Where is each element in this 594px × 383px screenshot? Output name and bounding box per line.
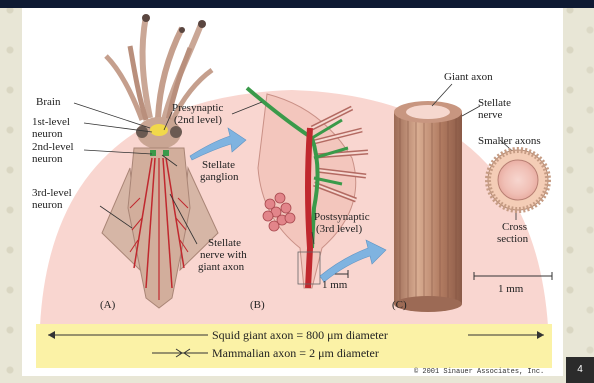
label-first-level-1: 1st-level	[32, 116, 70, 128]
slide: Brain 1st-level neuron 2nd-level neuron …	[22, 8, 563, 376]
label-second-level-2: neuron	[32, 153, 63, 165]
slide-number: 4	[566, 357, 594, 383]
panel-label-c: (C)	[392, 299, 407, 311]
label-brain: Brain	[36, 96, 61, 108]
label-cross-section-1: Cross	[502, 221, 527, 233]
label-third-level-1: 3rd-level	[32, 187, 72, 199]
panel-label-b: (B)	[250, 299, 265, 311]
label-stellate-nerve-1: Stellate	[208, 237, 241, 249]
label-giant-axon: Giant axon	[444, 71, 493, 83]
squid-axon-comparison: Squid giant axon = 800 μm diameter	[212, 328, 388, 342]
squid-giant-axon-figure: Brain 1st-level neuron 2nd-level neuron …	[22, 8, 563, 376]
label-third-level-2: neuron	[32, 199, 63, 211]
label-stellate-ganglion-2: ganglion	[200, 171, 239, 183]
label-cross-section-2: section	[497, 233, 529, 245]
label-smaller-axons: Smaller axons	[478, 135, 541, 147]
label-stellate-nerve-c-2: nerve	[478, 109, 503, 121]
label-stellate-nerve-c-1: Stellate	[478, 97, 511, 109]
label-second-level-1: 2nd-level	[32, 141, 74, 153]
label-first-level-2: neuron	[32, 128, 63, 140]
top-bar	[0, 0, 594, 8]
label-presynaptic-2: (2nd level)	[174, 114, 222, 126]
giant-axon-cylinder	[394, 101, 462, 312]
label-scale-c: 1 mm	[498, 283, 524, 295]
panel-label-a: (A)	[100, 299, 116, 311]
label-presynaptic-1: Presynaptic	[172, 102, 223, 114]
label-postsynaptic-2: (3rd level)	[316, 223, 362, 235]
label-stellate-ganglion-1: Stellate	[202, 159, 235, 171]
label-postsynaptic-1: Postsynaptic	[314, 211, 370, 223]
label-scale-b: 1 mm	[322, 279, 348, 291]
mammalian-axon-comparison: Mammalian axon = 2 μm diameter	[212, 346, 379, 360]
label-stellate-nerve-2: nerve with	[200, 249, 247, 261]
copyright-notice: © 2001 Sinauer Associates, Inc.	[414, 367, 544, 376]
label-stellate-nerve-3: giant axon	[198, 261, 245, 273]
